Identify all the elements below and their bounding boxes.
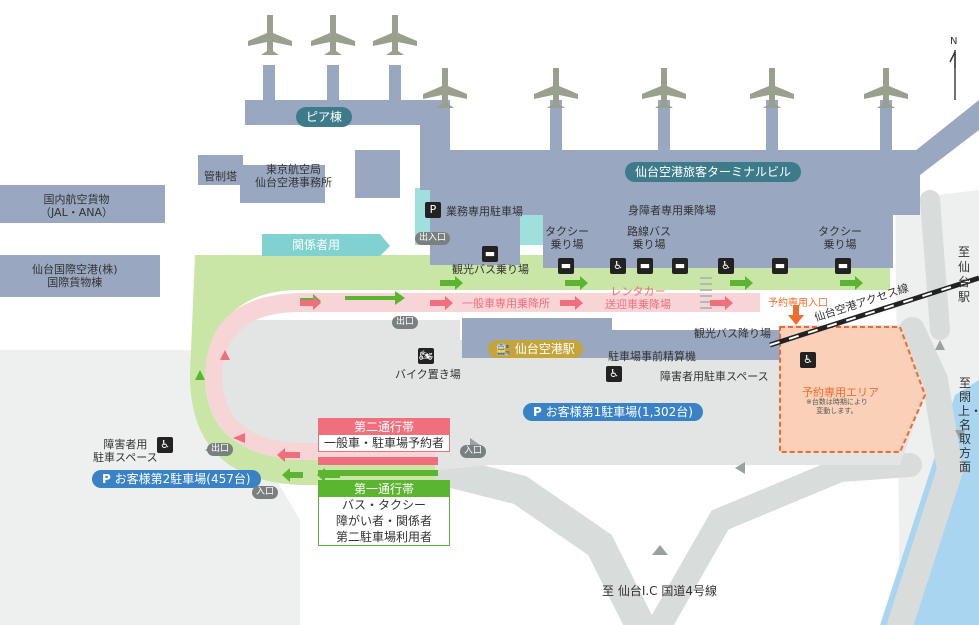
pink-inner-lane bbox=[205, 293, 760, 460]
second-lane-bar bbox=[318, 457, 438, 465]
first-lane-bar bbox=[318, 470, 438, 476]
staff-lane bbox=[262, 234, 390, 256]
other-buildings bbox=[0, 150, 400, 297]
disabled-boarding-icon-1: ♿ bbox=[610, 258, 626, 274]
first-lane-callout: 第一通行帯 バス・タクシー 障がい者・関係者 第二駐車場利用者 bbox=[318, 480, 450, 546]
disabled-boarding-icon-2: ♿ bbox=[718, 258, 734, 274]
tour-bus-dropoff-label: 観光バス降り場 bbox=[694, 327, 771, 340]
airplanes bbox=[248, 15, 908, 108]
train-icon: 🚉 bbox=[496, 342, 511, 356]
parking2-label: P お客様第2駐車場(457台) bbox=[92, 470, 261, 488]
second-lane-callout: 第二通行帯 一般車・駐車場予約者 bbox=[318, 418, 450, 452]
jcab-label: 東京航空局仙台空港事務所 bbox=[255, 163, 332, 189]
bike-parking-label: バイク置き場 bbox=[395, 368, 461, 381]
reserved-area-label: 予約専用エリア bbox=[802, 386, 879, 399]
staff-lane-label: 関係者用 bbox=[292, 238, 341, 252]
terminal-label: 仙台空港旅客ターミナルビル bbox=[625, 162, 802, 182]
north-arrow bbox=[949, 50, 956, 100]
exit-marker-center: 出口 bbox=[392, 316, 419, 329]
green-outer-lane bbox=[190, 255, 890, 485]
road-network bbox=[425, 190, 964, 625]
to-sendai-station-label: 至 仙 台 駅 bbox=[958, 245, 971, 304]
parking1-label: P お客様第1駐車場(1,302台) bbox=[523, 403, 703, 421]
route-bus-icon-3: ▬ bbox=[772, 258, 788, 274]
reserved-entrance-arrow bbox=[788, 305, 804, 325]
bike-icon: 🏍 bbox=[418, 348, 434, 364]
payment-machine-label: 駐車場事前精算機 bbox=[608, 350, 696, 363]
route-bus-label: 路線バス乗り場 bbox=[627, 225, 671, 251]
disabled-parking-icon: ♿ bbox=[606, 366, 622, 382]
to-natori-label: 至 閖上・名取方面 bbox=[958, 376, 979, 474]
tour-bus-boarding-label: 観光バス乗り場 bbox=[452, 263, 529, 276]
cargo-domestic-label: 国内航空貨物（JAL・ANA） bbox=[40, 193, 113, 219]
entrance-marker-center: 入口 bbox=[460, 445, 487, 458]
station-label: 🚉 仙台空港駅 bbox=[488, 340, 583, 358]
tour-bus-icon: ▬ bbox=[482, 246, 498, 262]
access-rail-line bbox=[769, 275, 979, 348]
taxi-left-label: タクシー乗り場 bbox=[545, 225, 589, 251]
disabled-parking-label: 障害者用駐車スペース bbox=[660, 370, 769, 383]
general-dropoff-label: 一般車専用乗降所 bbox=[462, 297, 550, 310]
north-label: N bbox=[950, 36, 958, 47]
pier-label: ピア棟 bbox=[296, 107, 353, 127]
reserved-area bbox=[779, 326, 927, 453]
reserved-note: ※台数は時期により変動します。 bbox=[806, 398, 868, 415]
pink-lane-arrows bbox=[220, 296, 733, 462]
business-parking-icon: P bbox=[425, 202, 441, 218]
disabled-space-icon: ♿ bbox=[157, 437, 173, 453]
taxi-right-icon: ▬ bbox=[835, 258, 851, 274]
reserved-entrance-label: 予約専用入口 bbox=[768, 298, 828, 309]
business-parking-label: 業務専用駐車場 bbox=[446, 205, 523, 218]
disabled-space-label: 障害者用駐車スペース bbox=[93, 438, 158, 464]
taxi-right-label: タクシー乗り場 bbox=[818, 225, 862, 251]
cargo-intl-label: 仙台国際空港(株)国際貨物棟 bbox=[32, 263, 118, 289]
disabled-boarding-label: 身障者専用乗降場 bbox=[628, 204, 716, 217]
control-tower-label: 管制塔 bbox=[204, 170, 237, 183]
disabled-parking-icon-2: ♿ bbox=[800, 352, 816, 368]
route-bus-icon-1: ▬ bbox=[637, 258, 653, 274]
rental-label: レンタカー送迎車乗降場 bbox=[605, 285, 671, 311]
to-sendai-ic-label: 至 仙台I.C 国道4号線 bbox=[602, 584, 717, 598]
exit-marker-left: 出口 bbox=[207, 443, 234, 456]
route-bus-icon-2: ▬ bbox=[672, 258, 688, 274]
taxi-left-icon: ▬ bbox=[558, 258, 574, 274]
business-entrance-exit-marker: 出入口 bbox=[415, 232, 451, 245]
entrance-marker-left: 入口 bbox=[252, 486, 279, 499]
